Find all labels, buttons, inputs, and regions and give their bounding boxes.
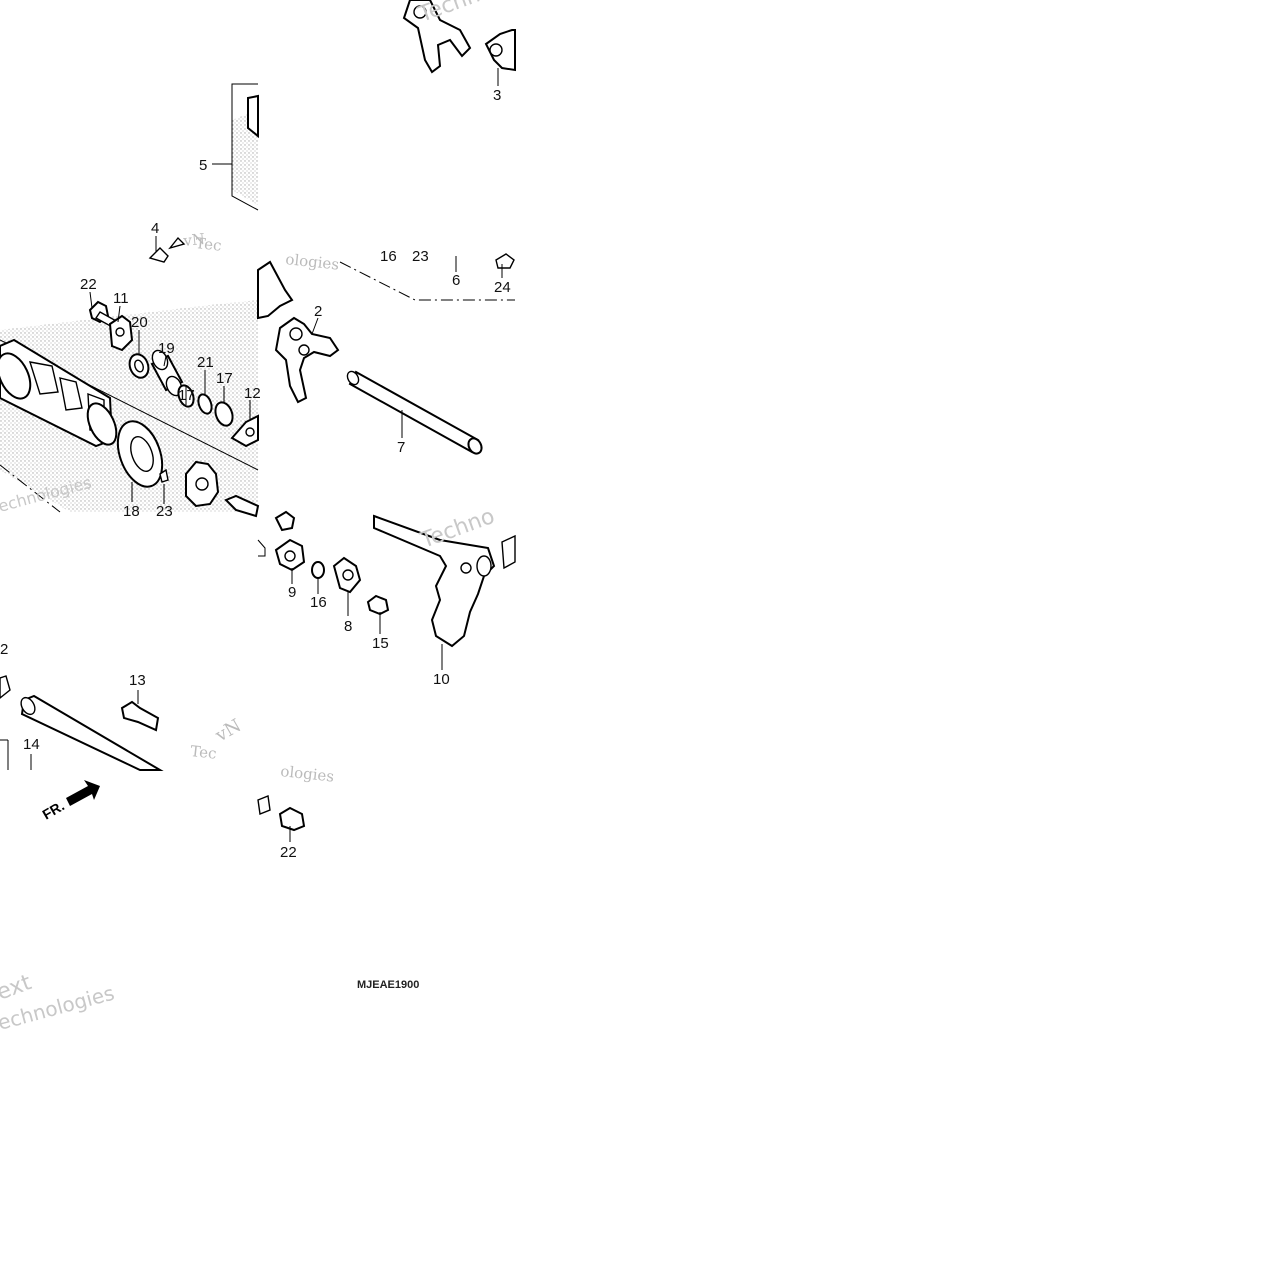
guide-plate-part: [247, 94, 259, 139]
callout-23: 23: [412, 248, 429, 265]
callout-4: 4: [151, 220, 159, 237]
part-11-plate: [108, 314, 134, 352]
cover-plate-edge: [501, 534, 516, 570]
callout-22: 22: [80, 276, 97, 293]
callout-13: 13: [129, 672, 146, 689]
drum-bolt: [224, 494, 260, 518]
shift-fork-left: [257, 260, 294, 320]
callout-labels: 3 5 4 16 23 6 24 22 11 20 19 21 17 17 12…: [0, 87, 511, 861]
part-9-spring: [274, 538, 306, 572]
part-2-shift-fork: [274, 316, 340, 404]
leader-lines: [30, 68, 503, 842]
part-10-shift-arm: [373, 514, 496, 648]
shift-drum: [0, 338, 118, 448]
callout-18: 18: [123, 503, 140, 520]
watermark-text: Tec: [190, 742, 218, 763]
part-20-washer: [128, 353, 150, 379]
callout-9: 9: [288, 584, 296, 601]
part-7-shift-shaft: [346, 370, 483, 455]
callout-6: 6: [452, 272, 460, 289]
watermark-text: ologies: [280, 762, 335, 786]
part-14-shaft: [20, 694, 164, 771]
watermark-text: vN: [211, 715, 245, 747]
part-16-washer: [311, 561, 325, 579]
part-24-nut: [495, 253, 515, 269]
callout-17: 17: [216, 370, 233, 387]
callout-24: 24: [494, 279, 511, 296]
callout-20: 20: [131, 314, 148, 331]
part-15-bolt: [366, 594, 390, 616]
crop-masks: [258, 92, 515, 256]
callout-2: 2: [0, 641, 8, 658]
callout-22: 22: [280, 844, 297, 861]
drum-center-gear: [185, 460, 220, 508]
part-4-clip: [148, 236, 186, 263]
part-22-bolt-lower: [257, 795, 306, 832]
callout-21: 21: [197, 354, 214, 371]
callout-7: 7: [397, 439, 405, 456]
callout-11: 11: [113, 290, 129, 307]
callout-3: 3: [493, 87, 501, 104]
watermark-text: Techno: [415, 0, 497, 28]
watermark-text: ext: [0, 970, 35, 1006]
part-8-arm: [332, 556, 362, 594]
callout-10: 10: [433, 671, 450, 688]
part-17-washer-b: [214, 401, 234, 427]
shading-region: [0, 110, 258, 512]
part-18-bearing: [116, 420, 164, 488]
callout-23: 23: [156, 503, 173, 520]
part-3-fork: [484, 29, 516, 72]
part-23-pin: [159, 468, 169, 483]
part-21-circlip: [197, 393, 213, 415]
front-arrow: [66, 780, 100, 806]
shift-fork-top: [402, 0, 472, 74]
watermark-text: ologies: [285, 250, 340, 274]
watermark-text: vN: [182, 230, 206, 250]
part-nut-small: [274, 510, 296, 532]
callout-12: 12: [244, 385, 261, 402]
front-indicator-label: FR.: [40, 797, 68, 822]
callout-16: 16: [310, 594, 327, 611]
callout-2: 2: [314, 303, 322, 320]
callout-5: 5: [199, 157, 207, 174]
callout-15: 15: [372, 635, 389, 652]
callout-16: 16: [380, 248, 397, 265]
part-12-lower-spring: [0, 675, 11, 699]
callout-17: 17: [178, 387, 195, 404]
callout-14: 14: [23, 736, 40, 753]
part-13-stud: [120, 700, 160, 732]
watermark-text: Tec: [195, 234, 223, 255]
callout-19: 19: [158, 340, 175, 357]
part-12-spring: [230, 414, 259, 448]
drawing-code: MJEAE1900: [357, 979, 419, 991]
callout-8: 8: [344, 618, 352, 635]
